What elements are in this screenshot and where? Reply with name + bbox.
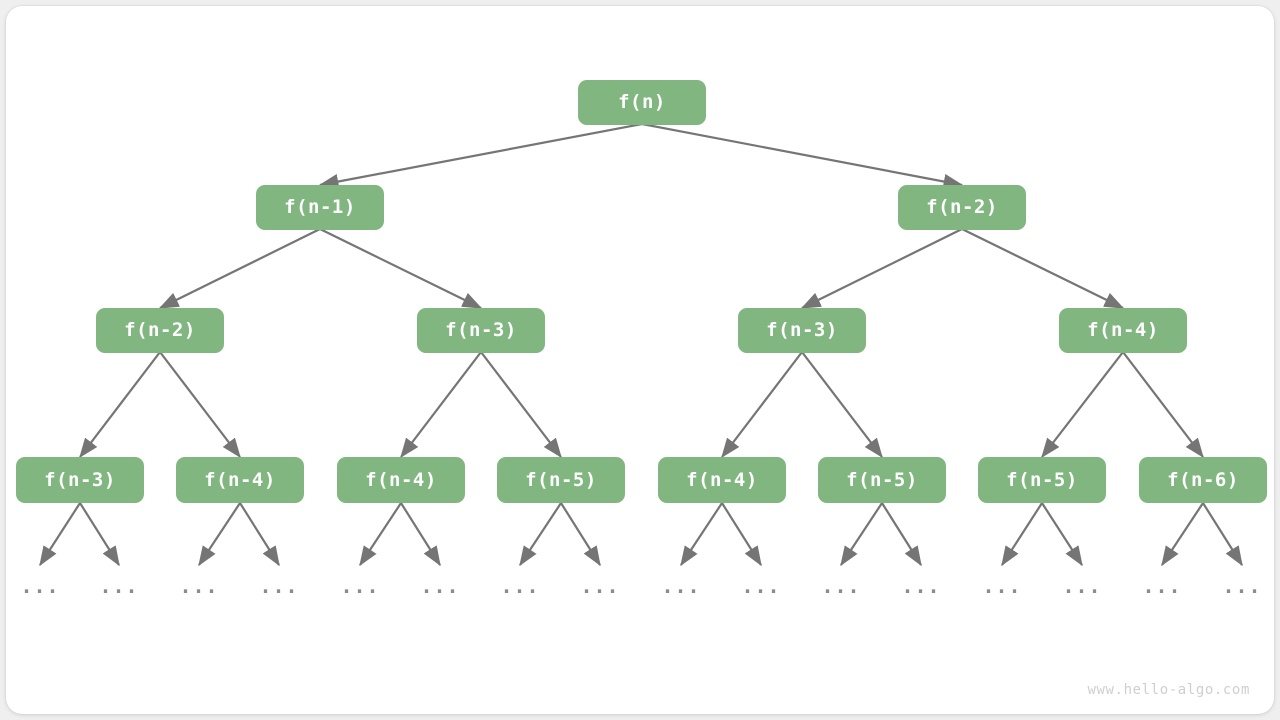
tree-node-level-2-0[interactable]: f(n-2) — [96, 307, 224, 353]
tree-node-level-3-1[interactable]: f(n-4) — [176, 457, 304, 503]
tree-node-label: f(n-3) — [445, 319, 517, 341]
ellipsis-marker: ... — [500, 574, 540, 598]
tree-node-label: f(n) — [618, 91, 666, 113]
tree-node-level-1-0[interactable]: f(n-1) — [256, 184, 384, 230]
ellipsis-marker: ... — [1062, 574, 1102, 598]
tree-node-level-3-5[interactable]: f(n-5) — [818, 457, 946, 503]
tree-node-label: f(n-6) — [1167, 469, 1239, 491]
tree-node-level-3-0[interactable]: f(n-3) — [16, 457, 144, 503]
tree-node-level-3-7[interactable]: f(n-6) — [1139, 457, 1267, 503]
tree-node-label: f(n-4) — [686, 469, 758, 491]
ellipsis-marker: ... — [259, 574, 299, 598]
tree-node-label: f(n-5) — [1006, 469, 1078, 491]
ellipsis-marker: ... — [20, 574, 60, 598]
tree-node-label: f(n-4) — [1087, 319, 1159, 341]
tree-node-label: f(n-1) — [284, 196, 356, 218]
tree-node-label: f(n-5) — [846, 469, 918, 491]
ellipsis-marker: ... — [580, 574, 620, 598]
tree-node-level-3-6[interactable]: f(n-5) — [978, 457, 1106, 503]
ellipsis-marker: ... — [1222, 574, 1262, 598]
ellipsis-marker: ... — [741, 574, 781, 598]
tree-node-level-3-2[interactable]: f(n-4) — [337, 457, 465, 503]
tree-node-level-1-1[interactable]: f(n-2) — [898, 184, 1026, 230]
ellipsis-marker: ... — [901, 574, 941, 598]
ellipsis-marker: ... — [661, 574, 701, 598]
ellipsis-marker: ... — [821, 574, 861, 598]
tree-node-level-2-1[interactable]: f(n-3) — [417, 307, 545, 353]
tree-node-level-0-0[interactable]: f(n) — [578, 79, 706, 125]
tree-node-label: f(n-5) — [525, 469, 597, 491]
ellipsis-marker: ... — [99, 574, 139, 598]
ellipsis-marker: ... — [420, 574, 460, 598]
tree-node-level-3-3[interactable]: f(n-5) — [497, 457, 625, 503]
tree-node-label: f(n-2) — [124, 319, 196, 341]
ellipsis-marker: ... — [340, 574, 380, 598]
tree-node-label: f(n-3) — [766, 319, 838, 341]
tree-node-label: f(n-4) — [365, 469, 437, 491]
ellipsis-marker: ... — [982, 574, 1022, 598]
ellipsis-marker: ... — [1142, 574, 1182, 598]
tree-node-level-2-2[interactable]: f(n-3) — [738, 307, 866, 353]
tree-node-level-2-3[interactable]: f(n-4) — [1059, 307, 1187, 353]
tree-node-label: f(n-4) — [204, 469, 276, 491]
tree-node-label: f(n-3) — [44, 469, 116, 491]
watermark: www.hello-algo.com — [1087, 682, 1250, 698]
tree-node-level-3-4[interactable]: f(n-4) — [658, 457, 786, 503]
tree-node-label: f(n-2) — [926, 196, 998, 218]
ellipsis-marker: ... — [179, 574, 219, 598]
